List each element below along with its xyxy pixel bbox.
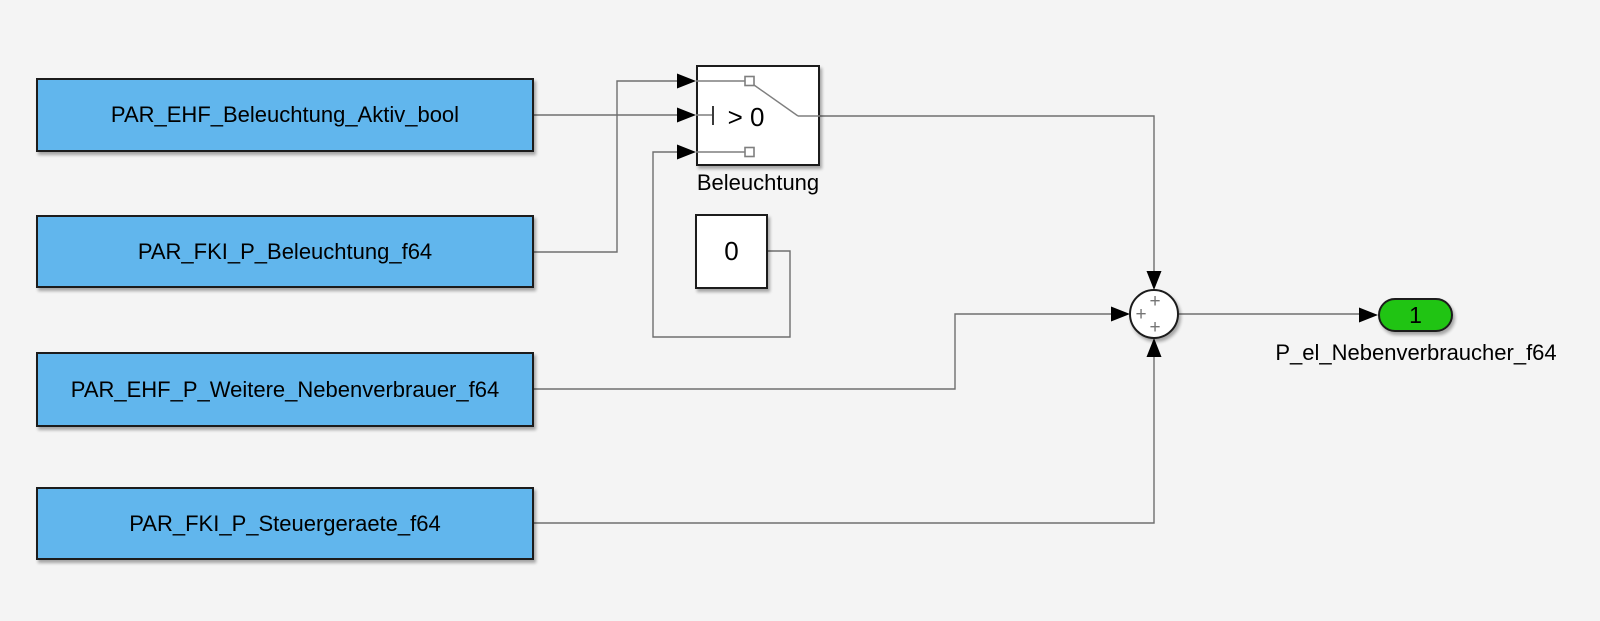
source-block-beleuchtung-aktiv[interactable]: PAR_EHF_Beleuchtung_Aktiv_bool <box>36 78 534 152</box>
block-label: PAR_FKI_P_Steuergeraete_f64 <box>129 510 441 536</box>
switch-criteria-label: > 0 <box>727 102 765 132</box>
sum-plus-sign: + <box>1135 304 1147 325</box>
outport-block[interactable]: 1 <box>1378 298 1453 332</box>
sum-block[interactable] <box>1129 289 1179 339</box>
wire-steuergeraete-to-sum-bottom[interactable] <box>534 356 1155 524</box>
block-label: PAR_EHF_P_Weitere_Nebenverbrauer_f64 <box>70 376 500 402</box>
wire-p-beleuchtung-to-switch-input1[interactable] <box>534 80 678 253</box>
arrowhead-icon <box>677 107 696 123</box>
constant-value: 0 <box>724 236 739 266</box>
arrowhead-icon <box>1359 307 1378 323</box>
switch-name-label: Beleuchtung <box>696 170 820 195</box>
block-label: PAR_EHF_Beleuchtung_Aktiv_bool <box>110 102 460 127</box>
source-block-p-steuergeraete[interactable]: PAR_FKI_P_Steuergeraete_f64 <box>36 487 534 560</box>
switch-block[interactable]: > 0 <box>696 65 820 166</box>
wire-weitere-nebenverbrauer-to-sum-left[interactable] <box>534 313 1112 390</box>
source-block-p-weitere-nebenverbrauer[interactable]: PAR_EHF_P_Weitere_Nebenverbrauer_f64 <box>36 352 534 427</box>
switch-icon <box>696 75 820 158</box>
outport-number: 1 <box>1409 301 1422 328</box>
arrowhead-icon <box>1146 271 1162 290</box>
arrowhead-icon <box>1146 338 1162 357</box>
wire-switch-to-sum-top[interactable] <box>820 115 1155 272</box>
arrowhead-icon <box>1111 306 1130 322</box>
block-label: PAR_FKI_P_Beleuchtung_f64 <box>137 238 433 264</box>
sum-plus-sign: + <box>1149 317 1161 338</box>
wire-constant-to-switch-input3[interactable] <box>652 151 791 338</box>
arrowhead-icon <box>677 144 696 160</box>
constant-block[interactable]: 0 <box>695 214 768 289</box>
arrowhead-icon <box>677 73 696 89</box>
sum-plus-sign: + <box>1149 291 1161 312</box>
outport-name-label: P_el_Nebenverbraucher_f64 <box>1275 340 1557 365</box>
source-block-p-beleuchtung[interactable]: PAR_FKI_P_Beleuchtung_f64 <box>36 215 534 288</box>
